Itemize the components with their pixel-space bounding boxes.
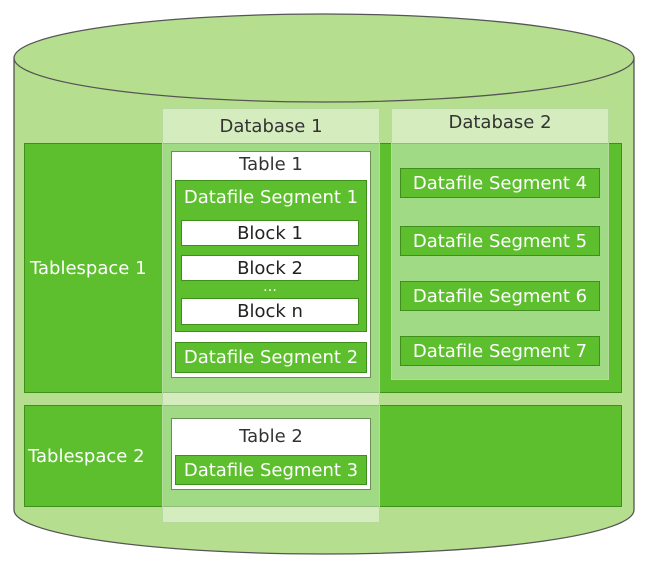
table-2-label: Table 2 [239,426,303,447]
block-2: Block 2 [181,255,359,281]
table-1-label: Table 1 [239,154,303,175]
datafile-segment-3: Datafile Segment 3 [175,455,367,485]
database-1-label: Database 1 [219,116,323,137]
tablespace-2-label: Tablespace 2 [28,446,145,467]
database-2-label: Database 2 [448,112,552,133]
datafile-segment-5: Datafile Segment 5 [400,226,600,256]
datafile-segment-4: Datafile Segment 4 [400,168,600,198]
datafile-segment-1-label: Datafile Segment 1 [183,187,359,208]
block-1: Block 1 [181,220,359,246]
datafile-segment-7: Datafile Segment 7 [400,336,600,366]
block-ellipsis: … [263,279,277,295]
block-n: Block n [181,298,359,325]
tablespace-1-label: Tablespace 1 [30,258,147,279]
datafile-segment-2: Datafile Segment 2 [175,342,367,373]
datafile-segment-6: Datafile Segment 6 [400,281,600,311]
